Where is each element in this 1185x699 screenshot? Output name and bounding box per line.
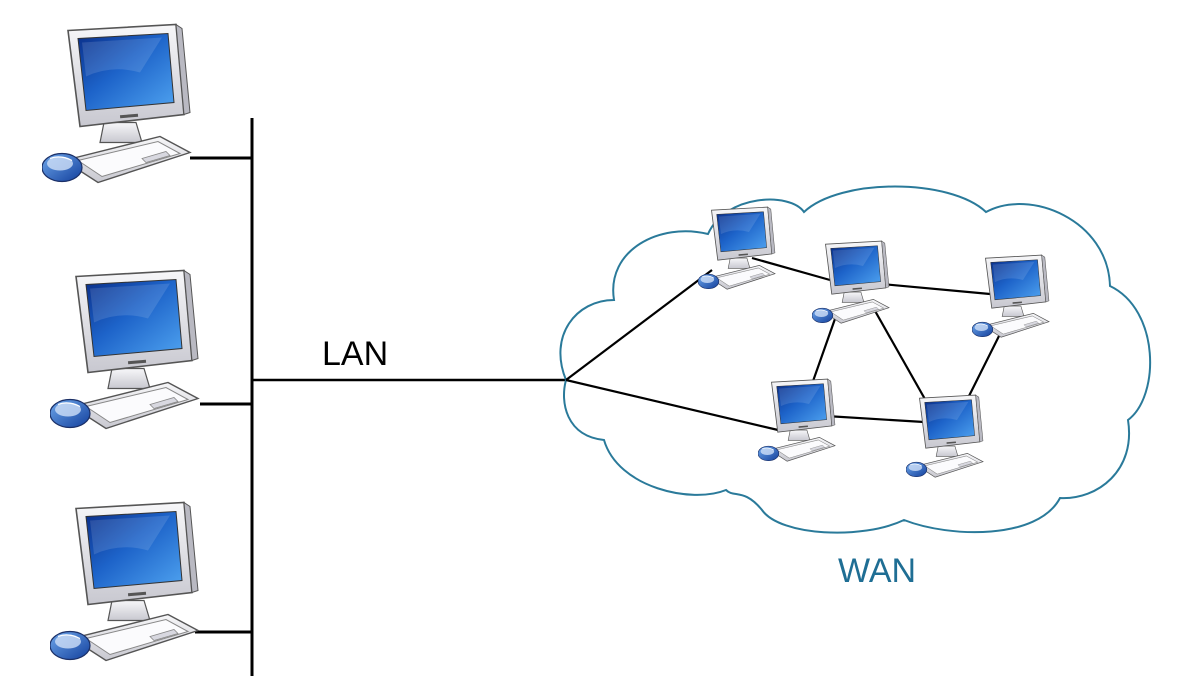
lan-computer-1 bbox=[42, 23, 191, 184]
wan-computer-4 bbox=[758, 378, 836, 462]
wan-label: WAN bbox=[838, 552, 916, 590]
wan-cloud bbox=[559, 185, 1152, 534]
wan-links bbox=[565, 256, 1003, 432]
lan-label: LAN bbox=[322, 335, 388, 373]
wan-computer-2 bbox=[812, 240, 890, 324]
wan-computer-5 bbox=[906, 394, 984, 478]
wan-computer-3 bbox=[972, 254, 1050, 338]
lan-computers bbox=[42, 23, 199, 662]
lan-computer-2 bbox=[50, 269, 199, 430]
lan-bus bbox=[190, 118, 566, 676]
lan-computer-3 bbox=[50, 501, 199, 662]
wan-computer-1 bbox=[698, 206, 776, 290]
